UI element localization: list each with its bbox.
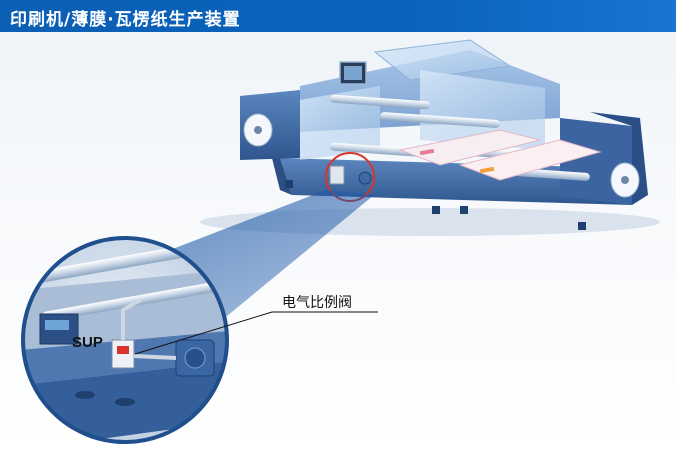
upper-housing xyxy=(300,39,560,160)
title-bar: 印刷机/薄膜·瓦楞纸生产装置 xyxy=(0,0,676,32)
machine-feet xyxy=(285,180,586,230)
printed-web xyxy=(398,129,602,181)
zoom-detail xyxy=(21,236,229,444)
page-title: 印刷机/薄膜·瓦楞纸生产装置 xyxy=(10,10,241,30)
callout-label: 电气比例阀 xyxy=(282,295,352,311)
sup-port-label: SUP xyxy=(72,334,103,351)
callout-leader xyxy=(134,311,378,355)
